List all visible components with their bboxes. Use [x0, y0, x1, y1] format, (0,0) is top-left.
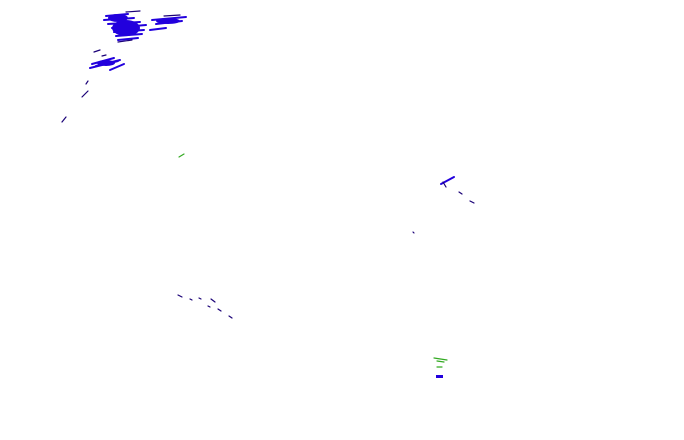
dense-stroke	[117, 39, 133, 43]
scatter-stroke	[81, 90, 89, 98]
scatter-stroke	[61, 116, 67, 123]
accent-stroke	[433, 357, 448, 361]
dense-stroke	[125, 10, 141, 13]
scatter-stroke	[469, 200, 475, 204]
trail-dot	[217, 308, 222, 312]
cluster-stroke	[101, 54, 107, 57]
top-left-dense-cluster	[103, 10, 187, 43]
cluster-stroke	[109, 63, 125, 71]
accent-stroke	[436, 360, 445, 363]
bottom-right-group	[433, 357, 448, 378]
bar-mark	[436, 375, 443, 378]
dense-stroke	[149, 27, 167, 31]
trail-dot	[210, 298, 216, 303]
scatter-stroke	[85, 80, 89, 85]
trail-dot	[198, 297, 202, 300]
dense-stroke	[117, 37, 139, 41]
dense-blob	[156, 18, 180, 24]
scatter-stroke	[412, 231, 415, 234]
left-scatter-strokes	[61, 80, 185, 158]
dense-blob	[108, 14, 128, 22]
scatter-stroke	[442, 181, 447, 188]
lower-left-dotted-trail	[177, 294, 233, 319]
mid-left-cluster	[89, 49, 125, 71]
dense-blob	[112, 20, 140, 36]
trail-dot	[189, 298, 193, 301]
dense-stroke	[163, 14, 181, 17]
cluster-blob	[97, 60, 115, 66]
scatter-stroke	[458, 191, 463, 195]
trail-dot	[228, 315, 233, 319]
trail-dot	[177, 294, 183, 298]
scatter-accent	[178, 153, 185, 158]
trail-dot	[207, 305, 211, 308]
cluster-stroke	[93, 49, 101, 53]
right-center-strokes	[412, 176, 475, 234]
